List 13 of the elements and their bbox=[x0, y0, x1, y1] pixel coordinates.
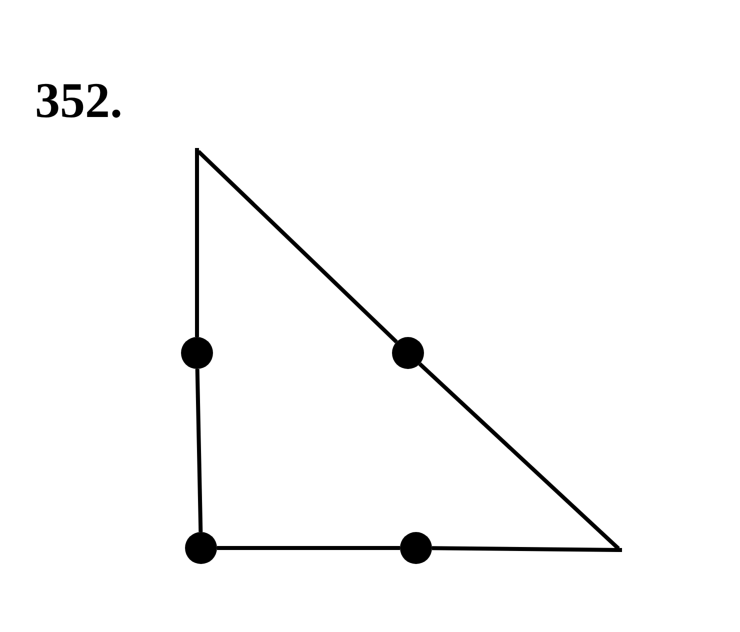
triangle-side bbox=[195, 368, 203, 532]
triangle-vertex bbox=[618, 548, 622, 552]
point-dot bbox=[185, 532, 217, 564]
triangle-vertex bbox=[195, 148, 199, 152]
point-dot bbox=[400, 532, 432, 564]
triangle-side bbox=[217, 546, 400, 550]
triangle-side bbox=[195, 152, 199, 337]
exercise-number: 352. bbox=[35, 75, 122, 125]
point-dot bbox=[181, 337, 213, 369]
point-dot bbox=[392, 337, 424, 369]
triangle-side bbox=[197, 150, 398, 344]
triangle-side bbox=[418, 362, 620, 550]
triangle-side bbox=[432, 546, 618, 552]
